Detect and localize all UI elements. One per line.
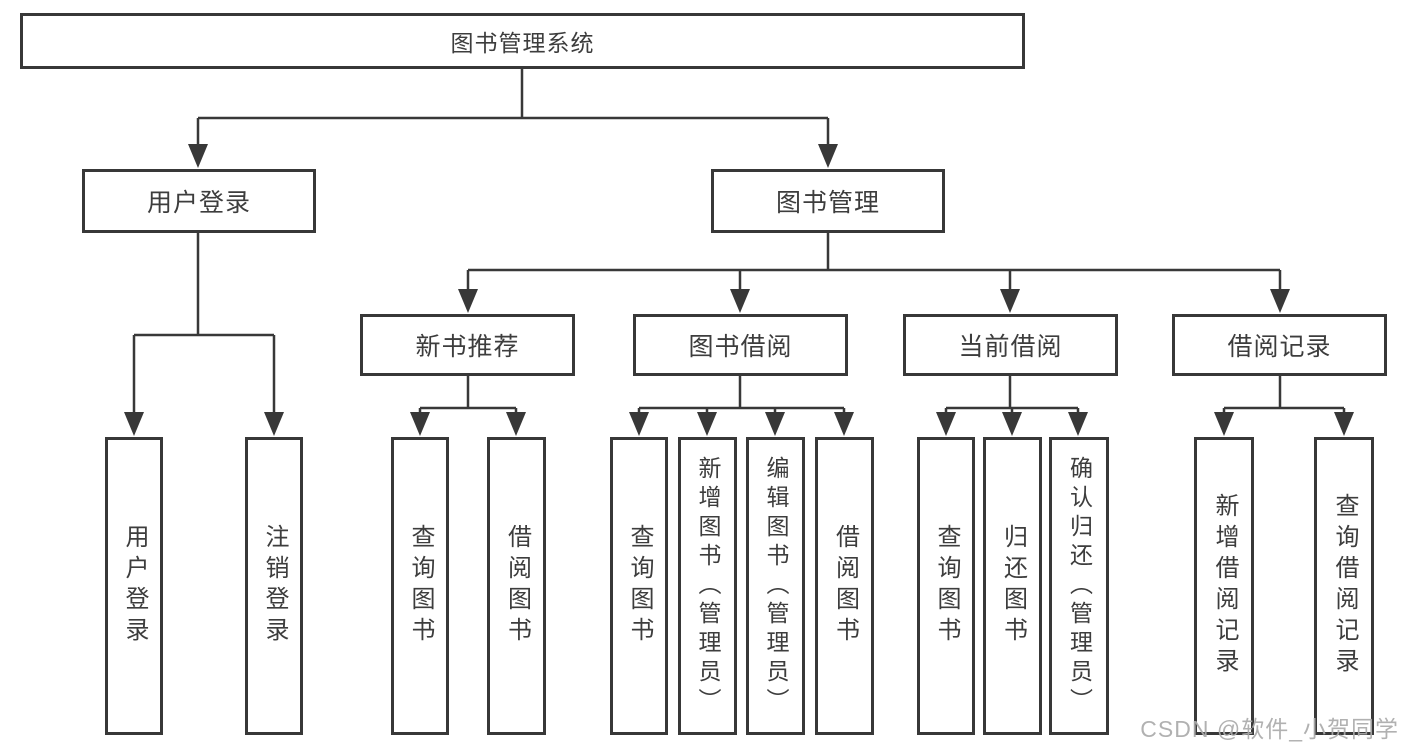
- node-borrow-records: 借阅记录: [1172, 314, 1387, 376]
- leaf-add-borrow-record: 新增借阅记录: [1194, 437, 1254, 735]
- leaf-label: 编辑图书（管理员）: [763, 455, 789, 717]
- node-book-borrow: 图书借阅: [633, 314, 848, 376]
- node-label: 图书管理: [775, 189, 880, 217]
- node-label: 当前借阅: [958, 333, 1063, 361]
- arrowhead-icons: [124, 144, 1354, 436]
- leaf-add-book-admin: 新增图书（管理员）: [678, 437, 737, 735]
- leaf-label: 查询借阅记录: [1331, 493, 1358, 679]
- leaf-label: 借阅图书: [831, 524, 859, 648]
- node-current-borrow: 当前借阅: [903, 314, 1118, 376]
- leaf-label: 查询图书: [626, 524, 653, 648]
- node-label: 新书推荐: [415, 333, 520, 361]
- leaf-query-books-current: 查询图书: [917, 437, 975, 735]
- leaf-borrow-books-recommend: 借阅图书: [487, 437, 546, 735]
- leaf-user-login: 用户登录: [105, 437, 163, 735]
- node-user-login: 用户登录: [82, 169, 316, 233]
- leaf-return-books: 归还图书: [983, 437, 1042, 735]
- node-label: 用户登录: [146, 189, 251, 217]
- leaf-label: 借阅图书: [503, 524, 531, 648]
- csdn-watermark: CSDN @软件_小贺同学: [1140, 716, 1399, 742]
- leaf-logout: 注销登录: [245, 437, 303, 735]
- leaf-label: 确认归还（管理员）: [1066, 455, 1093, 717]
- leaf-query-borrow-record: 查询借阅记录: [1314, 437, 1374, 735]
- node-label: 图书借阅: [688, 333, 793, 361]
- node-book-management: 图书管理: [711, 169, 945, 233]
- leaf-label: 新增借阅记录: [1211, 493, 1238, 679]
- leaf-label: 归还图书: [999, 524, 1027, 648]
- node-label: 借阅记录: [1227, 333, 1332, 361]
- leaf-label: 新增图书（管理员）: [695, 455, 721, 717]
- leaf-label: 查询图书: [407, 524, 434, 648]
- leaf-label: 用户登录: [121, 524, 148, 648]
- leaf-label: 查询图书: [933, 524, 960, 648]
- leaf-query-books-borrow: 查询图书: [610, 437, 668, 735]
- leaf-query-books-recommend: 查询图书: [391, 437, 449, 735]
- tree-edges: [132, 68, 1346, 414]
- leaf-confirm-return-admin: 确认归还（管理员）: [1049, 437, 1109, 735]
- leaf-label: 注销登录: [261, 524, 288, 648]
- node-new-book-recommend: 新书推荐: [360, 314, 575, 376]
- node-label: 图书管理系统: [450, 30, 595, 56]
- node-library-management-system: 图书管理系统: [20, 13, 1025, 69]
- leaf-borrow-books: 借阅图书: [815, 437, 874, 735]
- leaf-edit-book-admin: 编辑图书（管理员）: [746, 437, 805, 735]
